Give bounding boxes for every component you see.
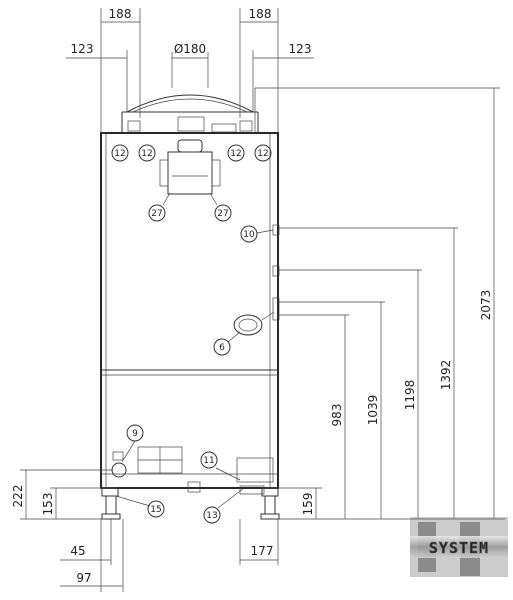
cabinet-body: [100, 88, 280, 520]
callout-27b: 27: [217, 209, 228, 219]
callout-12d: 12: [257, 149, 268, 159]
callouts: 12 12 12 12 27 27 10 6 9 11 15 13: [111, 144, 274, 524]
callout-12-circle: [138, 144, 156, 162]
system-watermark-logo: SYSTEM: [410, 517, 508, 577]
dim-height-1198: 1198: [403, 380, 417, 411]
callout-10: 10: [243, 230, 255, 240]
callout-12-circle: [254, 144, 272, 162]
callout-12a: 12: [114, 149, 125, 159]
dim-bottom-97: 97: [76, 571, 91, 585]
dim-height-1392: 1392: [439, 360, 453, 391]
dim-bottom-177: 177: [251, 544, 274, 558]
dim-diameter-180: Ø180: [174, 42, 206, 56]
dim-height-2073: 2073: [479, 290, 493, 321]
callout-9-circle: [126, 424, 144, 442]
callout-27a: 27: [151, 209, 162, 219]
callout-27-circle: [214, 204, 232, 222]
dim-top-right-123: 123: [289, 42, 312, 56]
callout-15: 15: [150, 505, 161, 515]
dim-height-983: 983: [330, 404, 344, 427]
callout-12b: 12: [141, 149, 152, 159]
dim-left-222: 222: [11, 485, 25, 508]
height-dimensions: 2073 1392 1198 1039 983: [255, 87, 505, 520]
bottom-dimensions: 45 97 177: [60, 519, 279, 592]
callout-12c: 12: [230, 149, 241, 159]
dim-right-159: 159: [301, 493, 315, 516]
callout-6: 6: [219, 343, 225, 353]
dim-height-1039: 1039: [366, 395, 380, 426]
dim-bottom-45: 45: [70, 544, 85, 558]
callout-12-circle: [111, 144, 129, 162]
top-dimensions: 188 188 123 123 Ø180: [66, 7, 314, 133]
callout-9: 9: [132, 429, 138, 439]
watermark-text: SYSTEM: [429, 539, 489, 557]
callout-6-circle: [213, 338, 231, 356]
callout-11-circle: [200, 451, 218, 469]
dim-top-left-123: 123: [71, 42, 94, 56]
dim-top-left-188: 188: [109, 7, 132, 21]
lower-left-dimensions: 222 153 159: [11, 469, 322, 520]
callout-10-circle: [240, 225, 258, 243]
dim-top-right-188: 188: [249, 7, 272, 21]
dim-left-153: 153: [41, 493, 55, 516]
callout-13: 13: [206, 511, 217, 521]
callout-27-circle: [148, 204, 166, 222]
callout-15-circle: [147, 500, 165, 518]
callout-13-circle: [203, 506, 221, 524]
callout-12-circle: [227, 144, 245, 162]
callout-11: 11: [203, 456, 214, 466]
